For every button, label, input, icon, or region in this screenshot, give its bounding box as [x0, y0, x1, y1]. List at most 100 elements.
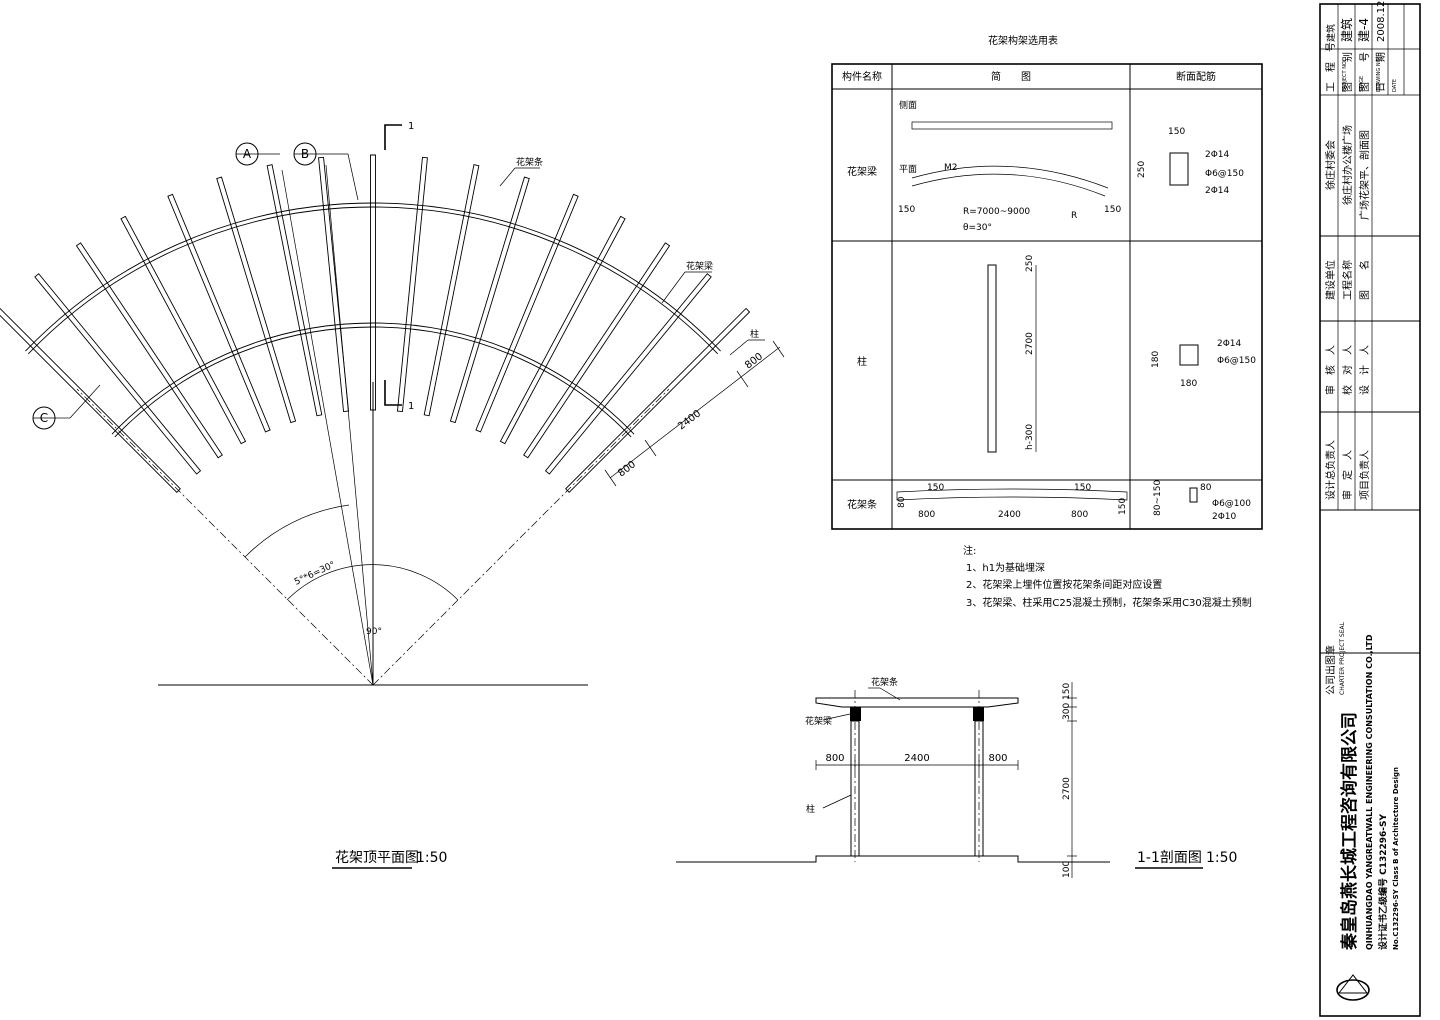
- row-column-name: 柱: [857, 355, 867, 368]
- note-3: 3、花架梁、柱采用C25混凝土预制，花架条采用C30混凝土预制: [966, 596, 1252, 609]
- section-beam-left: [850, 707, 861, 721]
- svg-text:广场花架平、剖面图: 广场花架平、剖面图: [1358, 130, 1371, 220]
- svg-text:公司出图章: 公司出图章: [1324, 645, 1337, 695]
- notes-title: 注:: [963, 544, 976, 557]
- svg-text:2700: 2700: [1025, 332, 1035, 355]
- beam-elevation: [911, 121, 1113, 130]
- plan-strip: [0, 307, 181, 493]
- svg-text:300: 300: [1062, 703, 1072, 720]
- svg-text:800: 800: [825, 753, 844, 764]
- plan-label-beam: 花架梁: [686, 260, 713, 272]
- svg-text:800: 800: [1071, 510, 1088, 520]
- svg-text:设计证书乙级编号 C132296-SY: 设计证书乙级编号 C132296-SY: [1377, 813, 1389, 950]
- plan-beam-outer: [27, 206, 719, 355]
- table-title: 花架构架选用表: [988, 34, 1058, 47]
- column-section: [1179, 344, 1199, 366]
- svg-text:STAGE: STAGE: [1359, 76, 1365, 92]
- section-beam-right: [973, 707, 984, 721]
- svg-text:800: 800: [918, 510, 935, 520]
- svg-text:180: 180: [1180, 379, 1197, 389]
- svg-text:2Φ14: 2Φ14: [1205, 186, 1230, 196]
- section-mark-bottom-label: 1: [408, 401, 414, 412]
- svg-text:项目负责人: 项目负责人: [1358, 450, 1371, 500]
- svg-text:Φ6@100: Φ6@100: [1212, 499, 1251, 509]
- angle-arc-90: [286, 564, 459, 601]
- plan-radial-right: [372, 388, 670, 686]
- section-label-beam: 花架梁: [805, 715, 832, 727]
- plan-strips: [0, 154, 751, 493]
- svg-text:150: 150: [1118, 498, 1128, 515]
- section-label-col: 柱: [806, 803, 815, 815]
- svg-text:建设单位: 建设单位: [1324, 260, 1337, 300]
- plan-strip: [34, 273, 202, 475]
- svg-text:日 期: 日 期: [1375, 52, 1387, 92]
- plan-strip: [75, 242, 223, 459]
- plan-strip: [423, 164, 480, 417]
- table-frame: [831, 63, 1263, 530]
- svg-text:设 计 人: 设 计 人: [1358, 345, 1371, 395]
- svg-text:150: 150: [1104, 205, 1121, 215]
- plan-beams: [25, 202, 721, 438]
- section-scale: 1:50: [1206, 850, 1237, 866]
- beam-plan-outer: [911, 165, 1109, 189]
- plan-radial-a: [281, 169, 374, 686]
- svg-text:M2: M2: [944, 163, 958, 173]
- angle-step-label: 5°*6=30°: [293, 560, 337, 588]
- angle-arc-30: [244, 504, 350, 558]
- svg-text:CHARTER PROJECT SEAL: CHARTER PROJECT SEAL: [1339, 621, 1346, 695]
- svg-text:审 核 人: 审 核 人: [1324, 345, 1337, 395]
- svg-text:180: 180: [1151, 351, 1161, 368]
- table-header-section: 断面配筋: [1176, 70, 1216, 83]
- plan-strip: [499, 215, 626, 445]
- svg-text:图 别: 图 别: [1342, 52, 1354, 92]
- svg-text:250: 250: [1137, 161, 1147, 178]
- plan-dim-2400: 2400: [676, 408, 703, 432]
- svg-text:DRAWING NO.: DRAWING NO.: [1376, 57, 1382, 92]
- beam-section: [1169, 152, 1189, 186]
- section-mark-top: [384, 124, 402, 150]
- plan-radial-left: [76, 388, 374, 686]
- note-1: 1、h1为基础埋深: [966, 561, 1045, 574]
- row-strip-name: 花架条: [847, 498, 877, 511]
- svg-text:150: 150: [898, 205, 915, 215]
- svg-text:图 号: 图 号: [1359, 52, 1371, 92]
- svg-text:150: 150: [1062, 683, 1072, 700]
- axis-bubble-c: C: [32, 384, 101, 430]
- strip-elevation: [896, 488, 1128, 501]
- svg-text:A: A: [243, 147, 252, 161]
- table-header-name: 构件名称: [842, 70, 882, 83]
- svg-text:2008.12: 2008.12: [1376, 1, 1387, 42]
- plan-title: 花架顶平面图: [335, 850, 419, 866]
- svg-text:Φ6@150: Φ6@150: [1217, 356, 1256, 366]
- svg-text:DATE: DATE: [1392, 79, 1398, 92]
- plan-beam-inner: [111, 322, 635, 435]
- section-view: 花架条 花架梁 柱 800 2400 800 150 300 2700 100 …: [676, 676, 1237, 878]
- plan-radial-b: [325, 164, 374, 686]
- note-2: 2、花架梁上埋件位置按花架条间距对应设置: [966, 578, 1162, 591]
- notes: 注: 1、h1为基础埋深 2、花架梁上埋件位置按花架条间距对应设置 3、花架梁、…: [963, 544, 1252, 609]
- plan-strip: [544, 273, 712, 475]
- row-beam-plan: 平面: [899, 164, 917, 175]
- plan-strip: [370, 154, 376, 411]
- svg-text:100: 100: [1062, 861, 1072, 878]
- svg-text:2Φ10: 2Φ10: [1212, 512, 1237, 522]
- svg-text:No.C132296-SY Class B of Archi: No.C132296-SY Class B of Architecture De…: [1392, 767, 1400, 950]
- svg-text:2700: 2700: [1062, 777, 1072, 800]
- section-strip: [815, 697, 1019, 708]
- svg-text:B: B: [301, 147, 309, 161]
- svg-text:审 定 人: 审 定 人: [1341, 450, 1354, 500]
- plan-strip: [120, 215, 247, 445]
- svg-text:80: 80: [897, 496, 907, 508]
- svg-text:150: 150: [1074, 483, 1091, 493]
- svg-text:建-4: 建-4: [1357, 18, 1371, 42]
- section-ground: [676, 855, 1110, 863]
- svg-text:图 名: 图 名: [1358, 260, 1371, 300]
- plan-dim-800b: 800: [743, 351, 765, 371]
- section-mark-bottom: [384, 380, 402, 406]
- plan-label-col: 柱: [750, 328, 759, 340]
- svg-text:80~150: 80~150: [1153, 480, 1163, 516]
- svg-text:PROJECT NO.: PROJECT NO.: [1342, 59, 1348, 92]
- section-mark-top-label: 1: [408, 121, 414, 132]
- svg-text:徐庄村办公楼广场: 徐庄村办公楼广场: [1341, 125, 1354, 205]
